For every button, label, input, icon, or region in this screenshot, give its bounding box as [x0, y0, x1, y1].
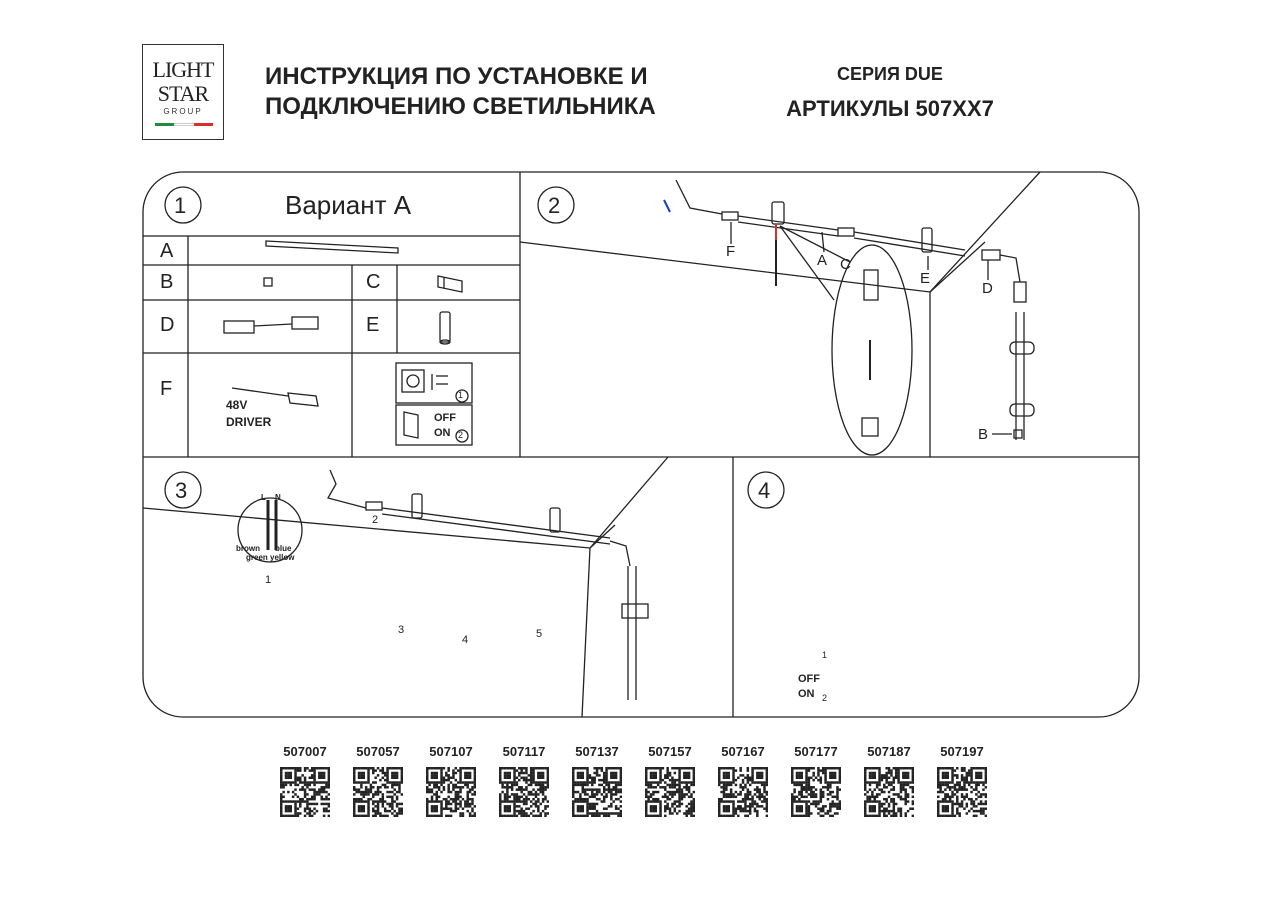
row-label-b: B — [160, 271, 174, 293]
wire-label-blue: blue — [275, 544, 292, 553]
title-line-1: ИНСТРУКЦИЯ ПО УСТАНОВКЕ И — [265, 63, 648, 90]
italy-flag-icon — [155, 123, 213, 126]
label-f: F — [726, 243, 736, 260]
qr-code-icon[interactable] — [280, 767, 330, 817]
logo-text-line2: STAR — [157, 81, 209, 106]
straight-connector-icon — [437, 275, 463, 293]
qr-code-icon[interactable] — [499, 767, 549, 817]
qr-code-item[interactable]: 507197 — [932, 744, 992, 817]
qr-code-item[interactable]: 507157 — [640, 744, 700, 817]
articles-label: АРТИКУЛЫ 507XX7 — [786, 96, 994, 121]
wire-label-green-yellow: green yellow — [246, 553, 295, 562]
qr-code-item[interactable]: 507107 — [421, 744, 481, 817]
step3-sub-4: 4 — [462, 634, 469, 646]
qr-code-label: 507197 — [940, 744, 984, 759]
row-label-c: C — [366, 271, 381, 293]
power-feed-cylinder-icon — [439, 311, 451, 345]
qr-code-item[interactable]: 507057 — [348, 744, 408, 817]
qr-code-icon[interactable] — [864, 767, 914, 817]
qr-code-label: 507167 — [721, 744, 765, 759]
qr-code-icon[interactable] — [645, 767, 695, 817]
end-cap-icon — [263, 277, 273, 287]
qr-code-icon[interactable] — [572, 767, 622, 817]
row-label-a: A — [160, 240, 174, 262]
row-label-f: F — [160, 378, 173, 400]
row-label-e: E — [366, 314, 380, 336]
qr-code-label: 507177 — [794, 744, 838, 759]
step-1-badge — [164, 186, 202, 224]
qr-code-label: 507007 — [283, 744, 327, 759]
qr-code-label: 507117 — [502, 744, 546, 759]
wire-label-brown: brown — [236, 544, 260, 553]
step3-sub-3: 3 — [398, 624, 405, 636]
plug-box — [395, 362, 473, 404]
row-label-d: D — [160, 314, 175, 336]
logo-text-line1: LIGHT — [152, 57, 215, 82]
variant-title: Вариант A — [285, 190, 412, 220]
label-b: B — [978, 426, 989, 443]
step4-plug-step: 1 — [822, 650, 828, 660]
qr-code-item[interactable]: 507187 — [859, 744, 919, 817]
step4-switch-off: OFF — [798, 673, 820, 685]
step-2-number: 2 — [548, 193, 561, 218]
qr-code-item[interactable]: 507117 — [494, 744, 554, 817]
logo-text-line3: GROUP — [163, 107, 203, 116]
page-title: ИНСТРУКЦИЯ ПО УСТАНОВКЕ И ПОДКЛЮЧЕНИЮ СВ… — [265, 62, 656, 122]
qr-code-icon[interactable] — [718, 767, 768, 817]
label-c: C — [840, 256, 851, 273]
switch-step-number: 2 — [458, 430, 464, 440]
step-4-badge — [747, 471, 785, 509]
step4-switch-step: 2 — [822, 693, 828, 703]
qr-code-icon[interactable] — [937, 767, 987, 817]
label-d: D — [982, 280, 993, 297]
driver-voltage: 48V — [226, 398, 248, 412]
brand-logo: LIGHT STAR GROUP — [142, 44, 224, 140]
step4-switch-on: ON — [798, 688, 815, 700]
plug-step-number: 1 — [458, 390, 464, 400]
qr-code-label: 507057 — [356, 744, 400, 759]
driver-label: DRIVER — [226, 415, 272, 429]
qr-code-item[interactable]: 507137 — [567, 744, 627, 817]
wiring-detail — [237, 497, 303, 563]
series-label: СЕРИЯ DUE — [837, 64, 943, 84]
wire-label-n: N — [275, 493, 281, 502]
flexible-connector-icon — [223, 316, 319, 334]
detail-zoom — [831, 244, 913, 456]
qr-code-label: 507137 — [575, 744, 619, 759]
outer-frame — [142, 171, 1140, 718]
qr-code-icon[interactable] — [791, 767, 841, 817]
title-line-2: ПОДКЛЮЧЕНИЮ СВЕТИЛЬНИКА — [265, 93, 656, 120]
step-3-number: 3 — [175, 478, 188, 503]
step3-sub-2: 2 — [372, 514, 379, 526]
step-4-number: 4 — [758, 478, 771, 503]
driver-icon — [231, 387, 319, 407]
qr-code-item[interactable]: 507177 — [786, 744, 846, 817]
qr-code-label: 507187 — [867, 744, 911, 759]
qr-code-icon[interactable] — [426, 767, 476, 817]
step-3-badge — [164, 471, 202, 509]
step3-sub-1: 1 — [265, 574, 272, 586]
label-a: A — [817, 252, 828, 269]
switch-on-label: ON — [434, 427, 451, 439]
qr-code-icon[interactable] — [353, 767, 403, 817]
switch-off-label: OFF — [434, 412, 456, 424]
qr-code-label: 507107 — [429, 744, 473, 759]
step3-sub-5: 5 — [536, 628, 543, 640]
step-1-number: 1 — [174, 193, 187, 218]
qr-code-item[interactable]: 507167 — [713, 744, 773, 817]
wire-label-l: L — [261, 493, 266, 502]
track-rail-icon — [265, 240, 399, 254]
qr-code-label: 507157 — [648, 744, 692, 759]
step-2-badge — [537, 186, 575, 224]
label-e: E — [920, 270, 931, 287]
qr-code-item[interactable]: 507007 — [275, 744, 335, 817]
switch-box — [395, 404, 473, 446]
